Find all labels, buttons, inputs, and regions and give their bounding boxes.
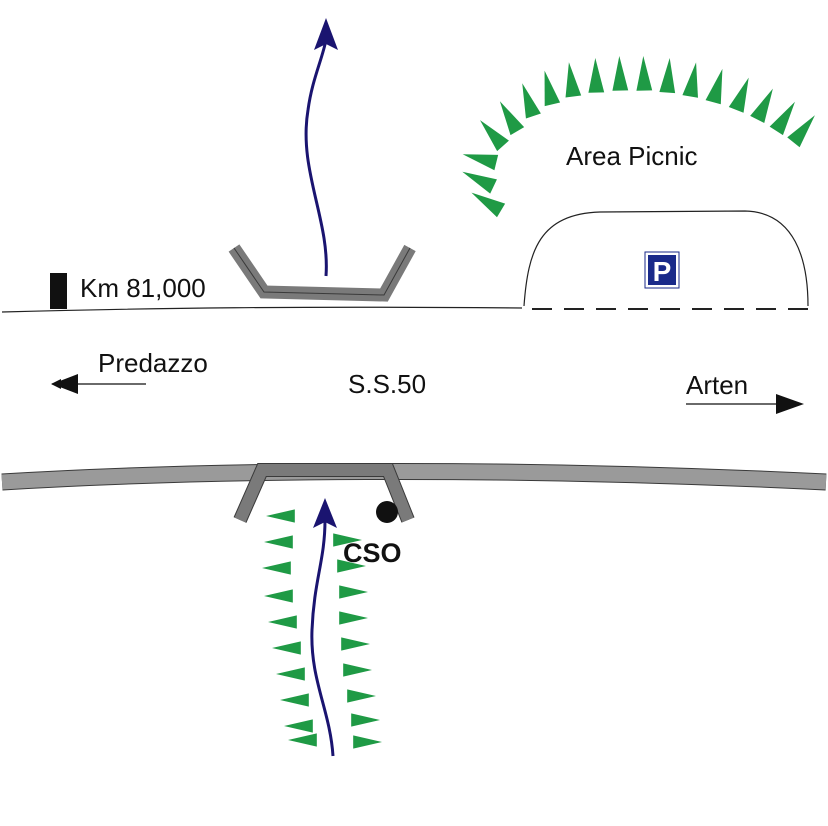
vegetation-tuft: [337, 559, 366, 573]
vegetation-tuft: [276, 667, 305, 681]
upper-bridge: [228, 244, 416, 302]
vegetation-tuft: [343, 663, 372, 677]
vegetation-tuft: [268, 615, 297, 629]
river-vegetation: [262, 509, 382, 749]
vegetation-tuft: [353, 735, 382, 749]
vegetation-tuft: [264, 589, 293, 603]
dot-icon: [376, 501, 398, 523]
river-upper-arrowhead: [314, 18, 338, 50]
road-name-label: S.S.50: [348, 369, 426, 399]
vegetation-tuft: [682, 62, 698, 98]
vegetation-tuft: [351, 713, 380, 727]
vegetation-tuft: [471, 192, 506, 218]
vegetation-tuft: [262, 561, 291, 575]
parking-area-outline: [523, 210, 809, 307]
parking-sign-icon: P: [644, 251, 680, 289]
vegetation-tuft: [728, 77, 749, 113]
vegetation-tuft: [499, 101, 525, 136]
vegetation-tuft: [333, 533, 362, 547]
predazzo-label: Predazzo: [98, 348, 208, 378]
vegetation-tuft: [636, 56, 653, 91]
vegetation-tuft: [565, 62, 582, 98]
river-lower: [310, 519, 335, 757]
vegetation-tuft: [769, 101, 795, 136]
vegetation-tuft: [341, 637, 370, 651]
river-upper: [304, 39, 328, 277]
vegetation-tuft: [612, 56, 629, 91]
picnic-label: Area Picnic: [566, 141, 698, 171]
picnic-vegetation: [462, 56, 815, 218]
upper-road-edge: [1, 306, 523, 313]
vegetation-tuft: [264, 535, 293, 549]
cso-label: CSO: [343, 538, 402, 568]
vegetation-tuft: [480, 120, 509, 152]
vegetation-tuft: [339, 585, 368, 599]
vegetation-tuft: [288, 733, 317, 747]
vegetation-tuft: [705, 68, 723, 105]
vegetation-tuft: [544, 70, 561, 107]
vegetation-tuft: [462, 154, 499, 171]
milestone-icon: [50, 273, 67, 309]
vegetation-tuft: [522, 83, 541, 119]
vegetation-tuft: [462, 171, 497, 194]
vegetation-tuft: [339, 611, 368, 625]
vegetation-tuft: [266, 509, 295, 523]
vegetation-tuft: [588, 58, 605, 93]
vegetation-tuft: [750, 88, 773, 124]
vegetation-tuft: [272, 641, 301, 655]
vegetation-tuft: [284, 719, 313, 733]
vegetation-tuft: [787, 115, 815, 148]
lower-bridge: [234, 464, 414, 523]
river-lower-arrowhead: [313, 498, 337, 528]
parking-sign-label: P: [653, 256, 672, 287]
km-label: Km 81,000: [80, 273, 206, 303]
arten-label: Arten: [686, 370, 748, 400]
vegetation-tuft: [280, 693, 309, 707]
vegetation-tuft: [347, 689, 376, 703]
vegetation-tuft: [659, 58, 676, 94]
